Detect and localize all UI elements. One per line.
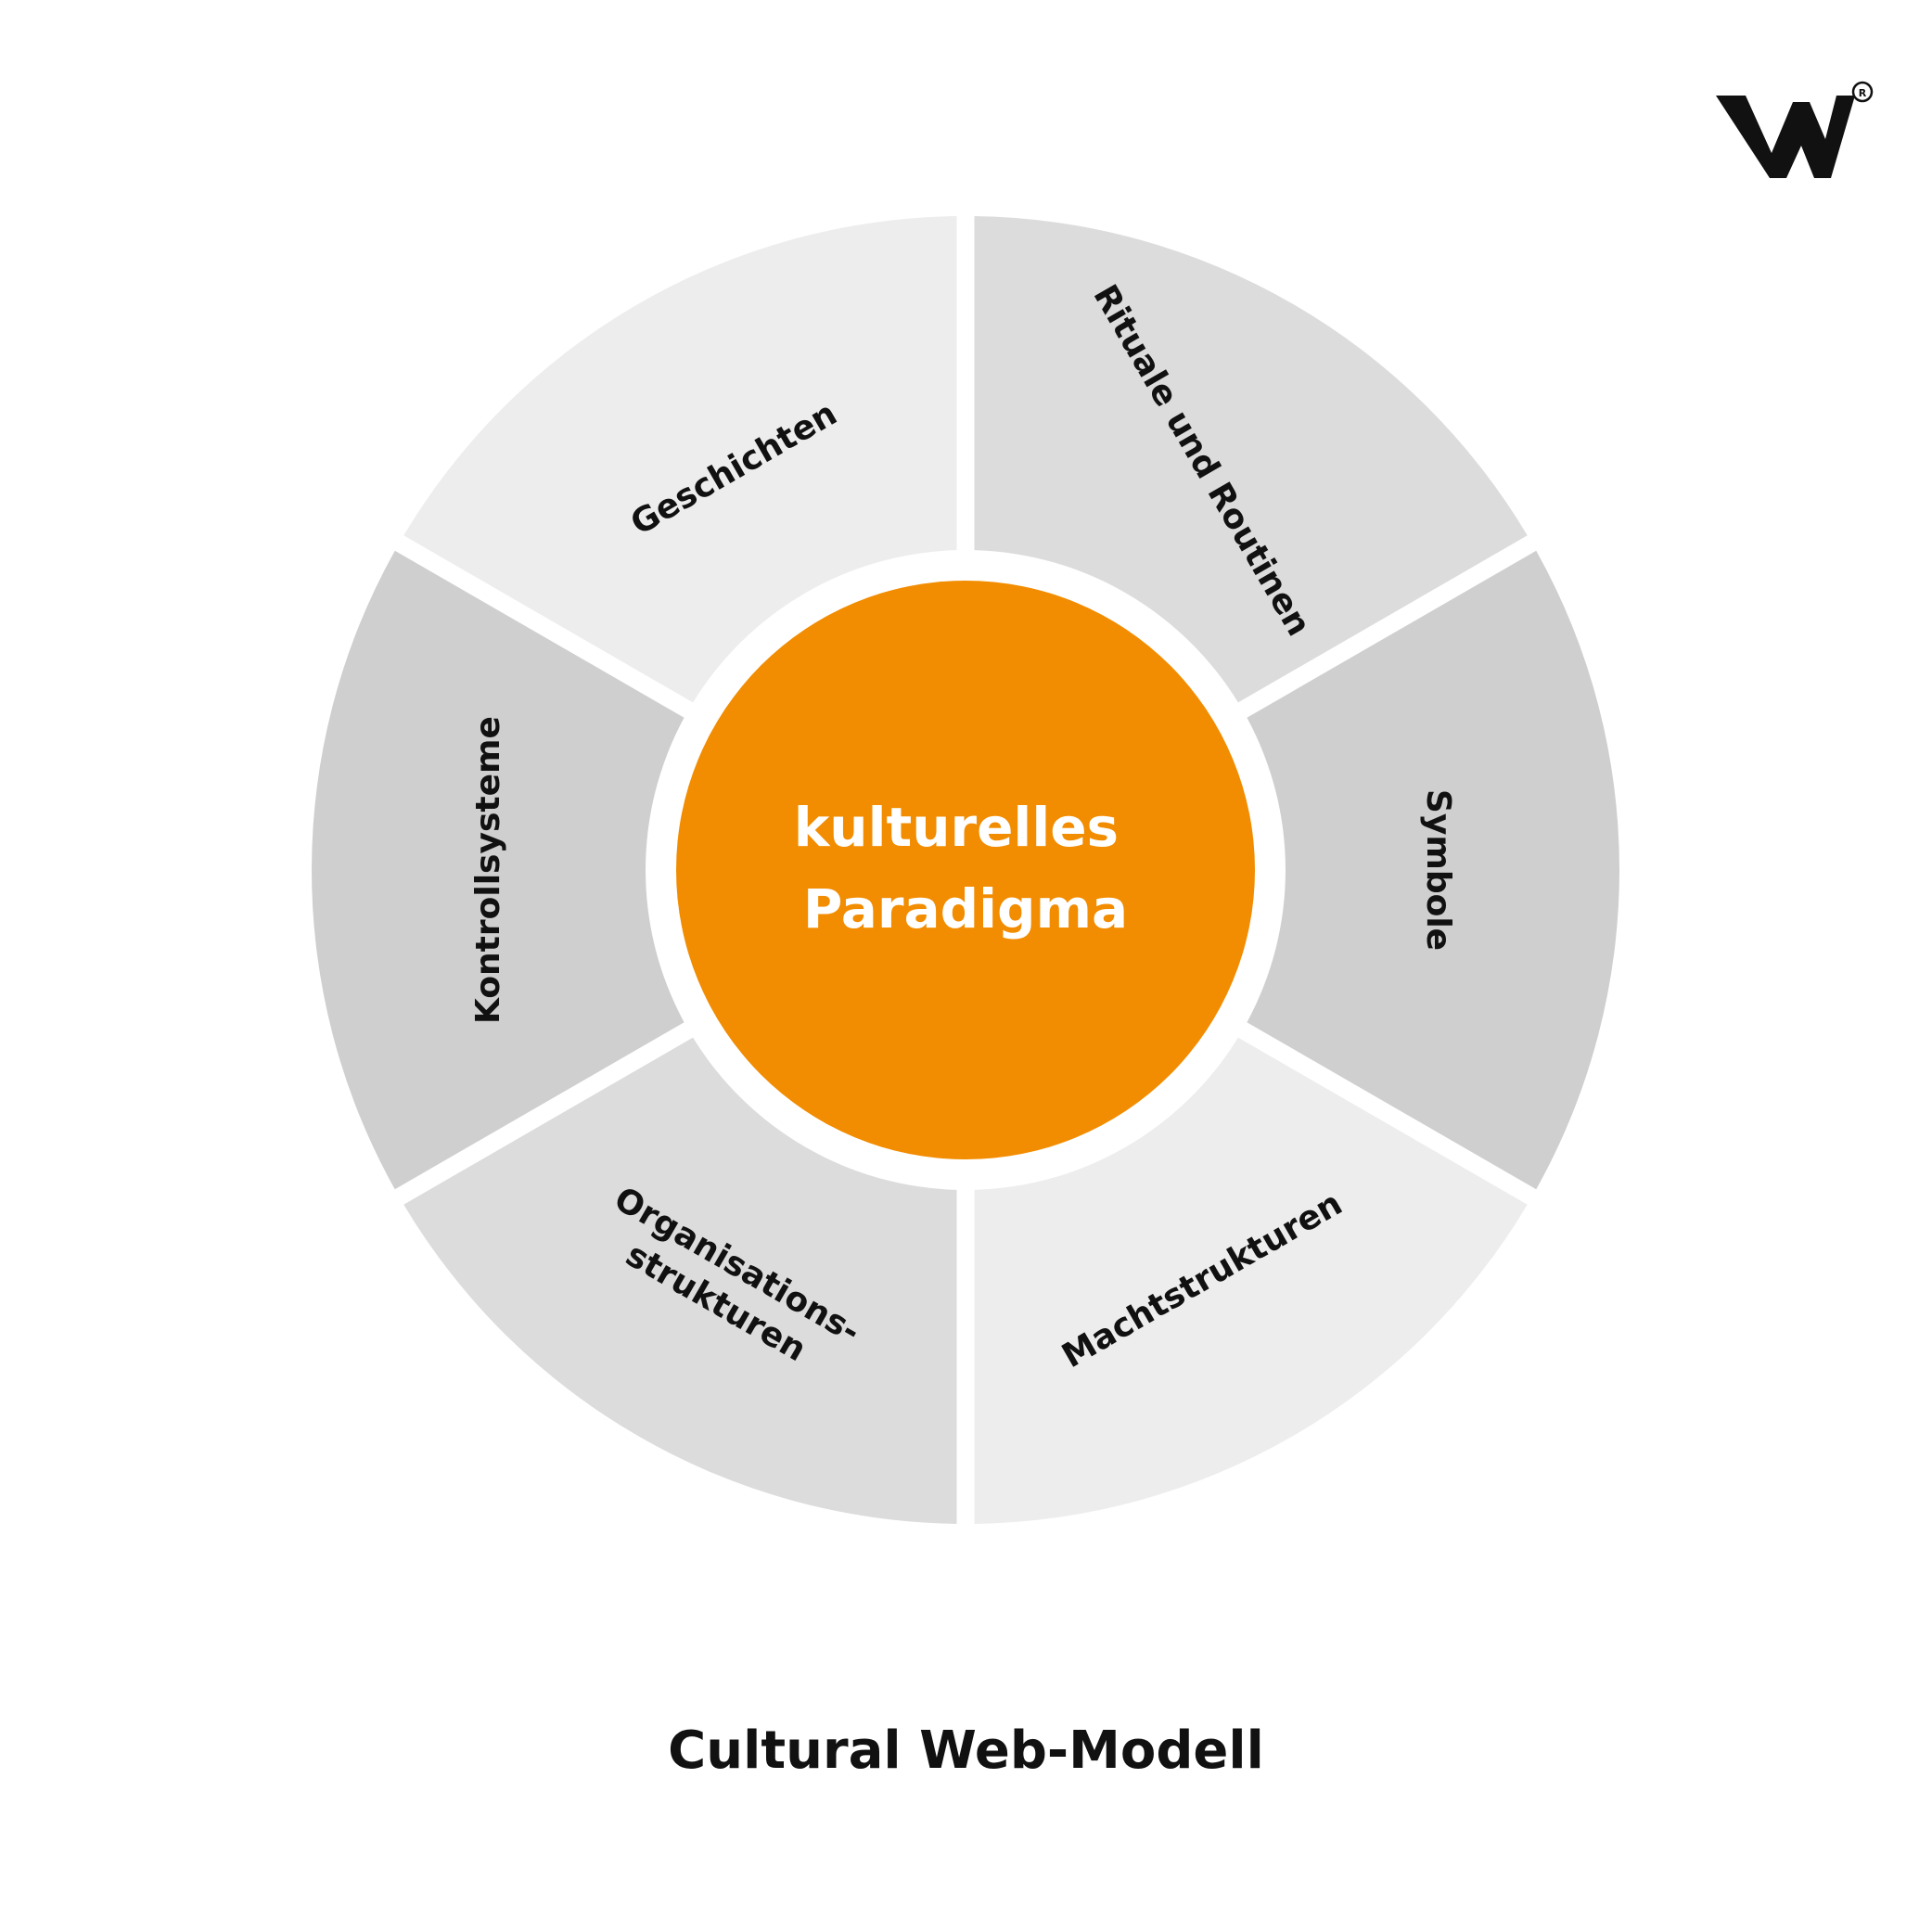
segment-4	[403, 1037, 957, 1524]
registered-mark-circle	[1851, 81, 1874, 103]
segments-layer	[312, 216, 1619, 1524]
segment-label-5-line-1: Kontrollsysteme	[469, 716, 507, 1024]
w-logo-icon	[1716, 96, 1855, 178]
segment-label-2-line-1: Symbole	[1419, 789, 1457, 951]
segment-label-2: Symbole	[1419, 789, 1457, 951]
segment-5	[312, 550, 685, 1190]
segment-6	[403, 216, 957, 703]
registered-mark: R	[1859, 87, 1867, 99]
w-logo: R	[1716, 81, 1874, 178]
segment-1	[974, 216, 1528, 703]
diagram-title: Cultural Web-Modell	[668, 1721, 1264, 1781]
center-label-line-2: Paradigma	[803, 877, 1128, 940]
segment-3	[974, 1037, 1528, 1524]
center-label: kulturelles Paradigma	[794, 796, 1138, 940]
center-label-line-1: kulturelles	[794, 796, 1119, 859]
segment-label-5: Kontrollsysteme	[469, 716, 507, 1024]
segment-2	[1247, 550, 1619, 1190]
center-circle	[676, 581, 1255, 1159]
